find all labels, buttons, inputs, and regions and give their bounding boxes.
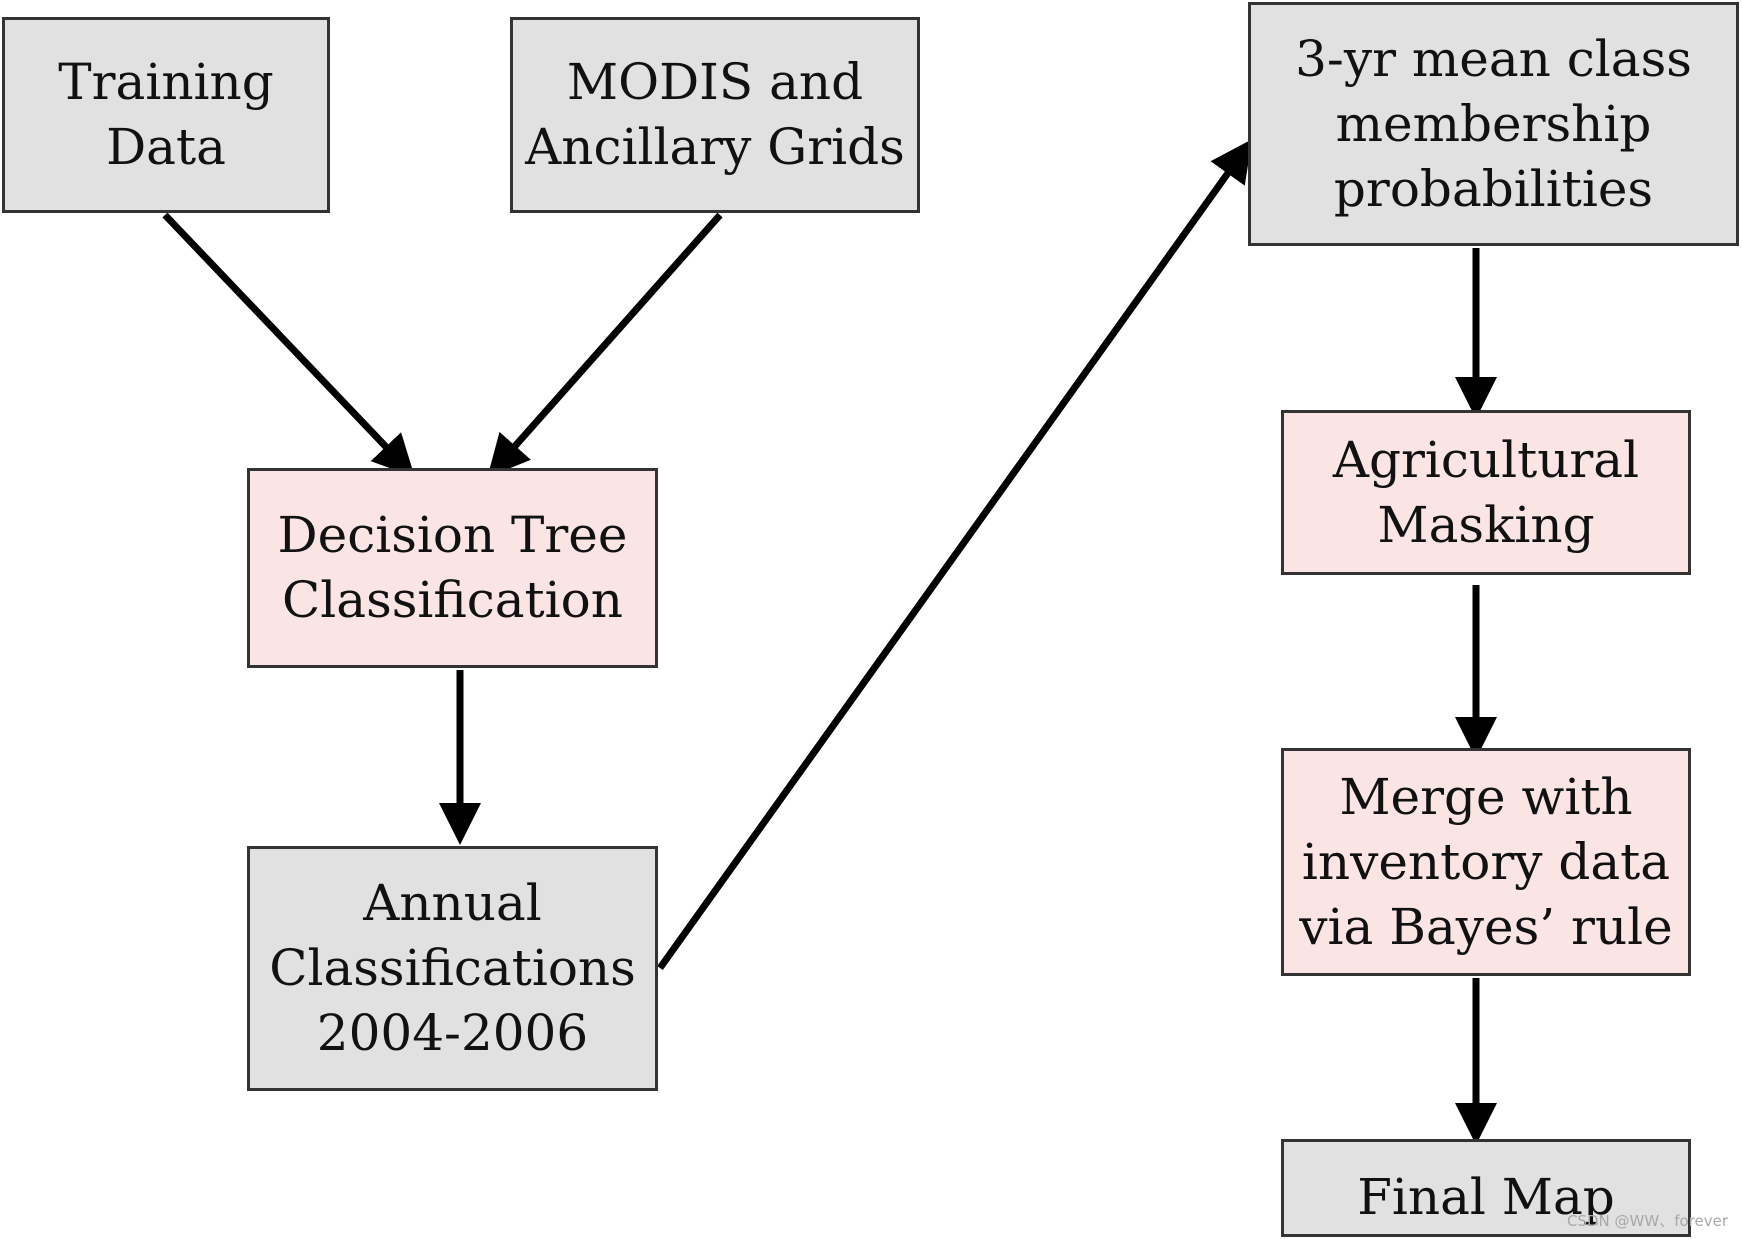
node-training-data: Training Data — [2, 17, 330, 213]
node-modis-ancillary-grids: MODIS and Ancillary Grids — [510, 17, 920, 213]
node-merge-inventory-bayes: Merge with inventory data via Bayes’ rul… — [1281, 748, 1691, 976]
node-final-map: Final Map — [1281, 1139, 1691, 1237]
arrow-modis-to-decision — [487, 212, 723, 478]
node-agricultural-masking: Agricultural Masking — [1281, 410, 1691, 575]
arrow-annual-to-mean — [657, 139, 1253, 971]
node-mean-class-probabilities: 3-yr mean class membership probabilities — [1248, 2, 1739, 246]
node-annual-classifications: Annual Classifications 2004-2006 — [247, 846, 658, 1091]
node-decision-tree-classification: Decision Tree Classification — [247, 468, 658, 668]
watermark: CSDN @WW、forever — [1567, 1212, 1728, 1230]
arrow-training-to-decision — [162, 212, 415, 478]
